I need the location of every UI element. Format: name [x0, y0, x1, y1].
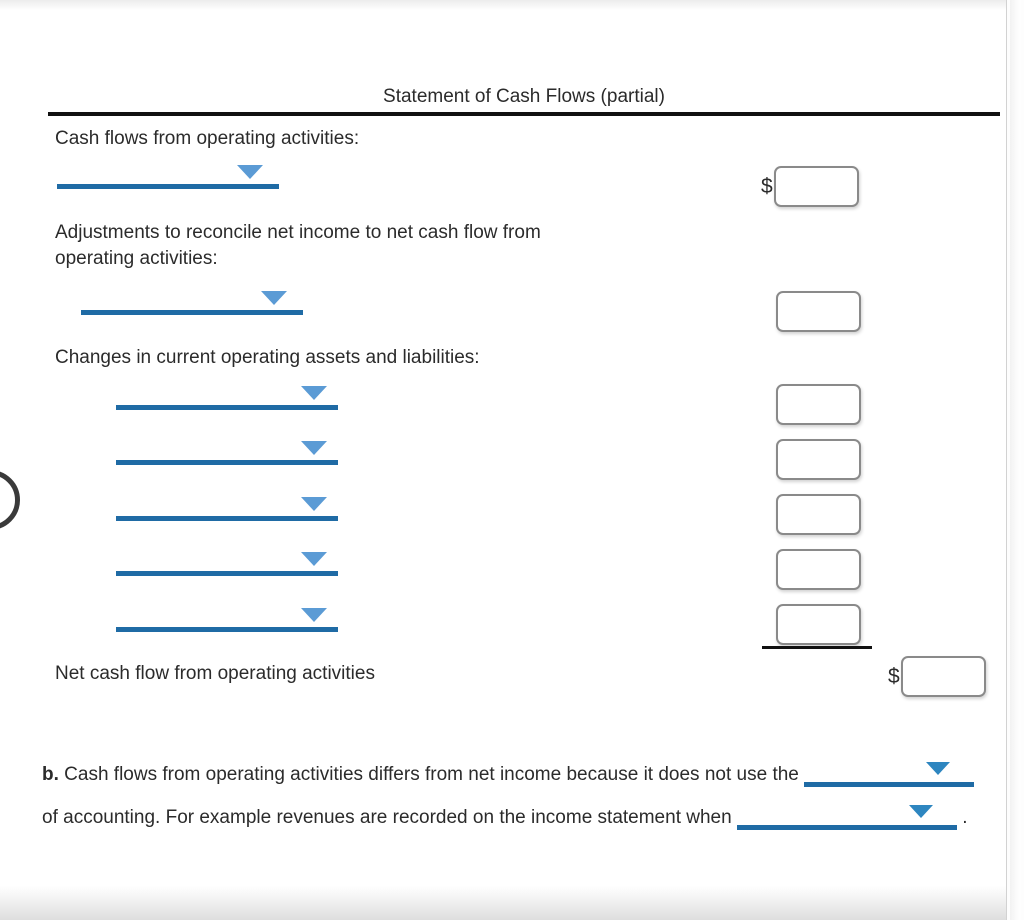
amount-field-changes-entry-2	[776, 439, 861, 480]
part-b-marker: b.	[42, 764, 59, 785]
amount-input-adjustments-entry-1[interactable]	[776, 291, 861, 332]
chevron-down-icon	[261, 291, 287, 305]
part-b-text-1: Cash flows from operating activities dif…	[64, 764, 799, 785]
amount-field-operating-activities-entry-1: $	[761, 166, 859, 207]
dropdown-underline	[116, 460, 338, 465]
amount-field-changes-entry-4	[776, 549, 861, 590]
dropdown-underline	[116, 627, 338, 632]
edge-circle-annotation	[0, 470, 20, 530]
dropdown-adjustments-entry-1[interactable]	[81, 281, 303, 315]
dropdown-underline	[116, 516, 338, 521]
amount-field-changes-entry-1	[776, 384, 861, 425]
chevron-down-icon	[237, 165, 263, 179]
part-b-question: b. Cash flows from operating activities …	[42, 750, 992, 836]
chevron-down-icon	[926, 762, 951, 775]
page-top-shadow	[0, 0, 1006, 10]
part-b-text-2: of accounting. For example revenues are …	[42, 807, 732, 828]
section-label-adjustments: Adjustments to reconcile net income to n…	[55, 222, 541, 269]
dropdown-underline	[736, 825, 957, 830]
total-label-net-cash-flow: Net cash flow from operating activities	[55, 663, 375, 684]
amount-input-changes-entry-1[interactable]	[776, 384, 861, 425]
amount-input-operating-activities-entry-1[interactable]	[773, 166, 859, 207]
currency-symbol: $	[761, 175, 773, 198]
dropdown-underline	[81, 310, 303, 315]
amount-field-changes-entry-3	[776, 494, 861, 535]
amount-input-net-cash-flow[interactable]	[900, 656, 986, 697]
section-label-operating-activities: Cash flows from operating activities:	[55, 128, 360, 149]
page-bottom-shadow	[0, 886, 1006, 920]
amount-input-changes-entry-2[interactable]	[776, 439, 861, 480]
chevron-down-icon	[301, 497, 327, 511]
amount-field-changes-entry-5	[776, 604, 861, 645]
part-b-text-3: .	[962, 807, 968, 828]
page-scrollbar-track[interactable]	[1010, 0, 1021, 920]
amount-field-net-cash-flow: $	[888, 656, 986, 697]
dropdown-changes-entry-5[interactable]	[116, 598, 338, 632]
dropdown-underline	[116, 571, 338, 576]
currency-symbol-total: $	[888, 665, 900, 688]
dropdown-underline	[804, 782, 975, 787]
amount-input-changes-entry-5[interactable]	[776, 604, 861, 645]
chevron-down-icon	[301, 552, 327, 566]
dropdown-changes-entry-3[interactable]	[116, 487, 338, 521]
amount-input-changes-entry-4[interactable]	[776, 549, 861, 590]
dropdown-operating-activities-entry-1[interactable]	[57, 155, 279, 189]
dropdown-changes-entry-2[interactable]	[116, 431, 338, 465]
amount-field-adjustments-entry-1	[776, 291, 861, 332]
section-label-changes: Changes in current operating assets and …	[55, 347, 480, 368]
chevron-down-icon	[908, 805, 933, 818]
dropdown-underline	[116, 405, 338, 410]
statement-title: Statement of Cash Flows (partial)	[383, 86, 665, 107]
amount-input-changes-entry-3[interactable]	[776, 494, 861, 535]
dropdown-underline	[57, 184, 279, 189]
dropdown-accounting-basis[interactable]	[804, 750, 975, 787]
chevron-down-icon	[301, 608, 327, 622]
chevron-down-icon	[301, 386, 327, 400]
chevron-down-icon	[301, 441, 327, 455]
dropdown-changes-entry-4[interactable]	[116, 542, 338, 576]
dropdown-changes-entry-1[interactable]	[116, 376, 338, 410]
statement-title-rule	[48, 112, 1000, 116]
dropdown-revenue-recognition[interactable]	[736, 793, 957, 830]
subtotal-rule	[762, 646, 872, 649]
page-scrollbar-gutter[interactable]	[1006, 0, 1024, 920]
